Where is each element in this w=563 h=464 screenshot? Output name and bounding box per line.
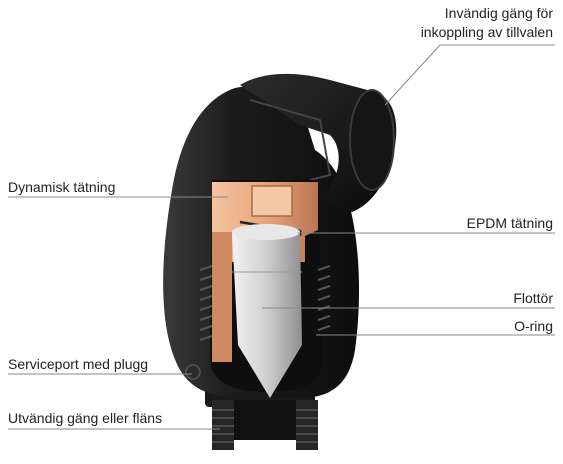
seal-core bbox=[251, 185, 293, 217]
leader-internal-thread bbox=[384, 44, 555, 106]
label-o-ring: O-ring bbox=[514, 318, 553, 334]
elbow-inner-edge bbox=[249, 99, 332, 181]
label-dynamic-seal: Dynamisk tätning bbox=[8, 179, 116, 195]
label-external-thread: Utvändig gäng eller fläns bbox=[8, 410, 163, 426]
float-top bbox=[232, 224, 300, 240]
service-port-plug bbox=[185, 364, 201, 380]
label-internal-thread-line1: Invändig gäng för bbox=[444, 5, 553, 21]
label-internal-thread-line2: inkoppling av tillvalen bbox=[420, 24, 553, 40]
elbow-opening bbox=[349, 89, 395, 191]
float bbox=[232, 224, 302, 398]
label-internal-thread: Invändig gäng för inkoppling av tillvale… bbox=[421, 4, 553, 42]
label-service-port: Serviceport med plugg bbox=[8, 356, 149, 372]
label-epdm-seal: EPDM tätning bbox=[466, 215, 553, 231]
leader-lines bbox=[8, 44, 555, 430]
label-float: Flottör bbox=[513, 290, 553, 306]
copper-sleeve-left bbox=[212, 232, 232, 362]
